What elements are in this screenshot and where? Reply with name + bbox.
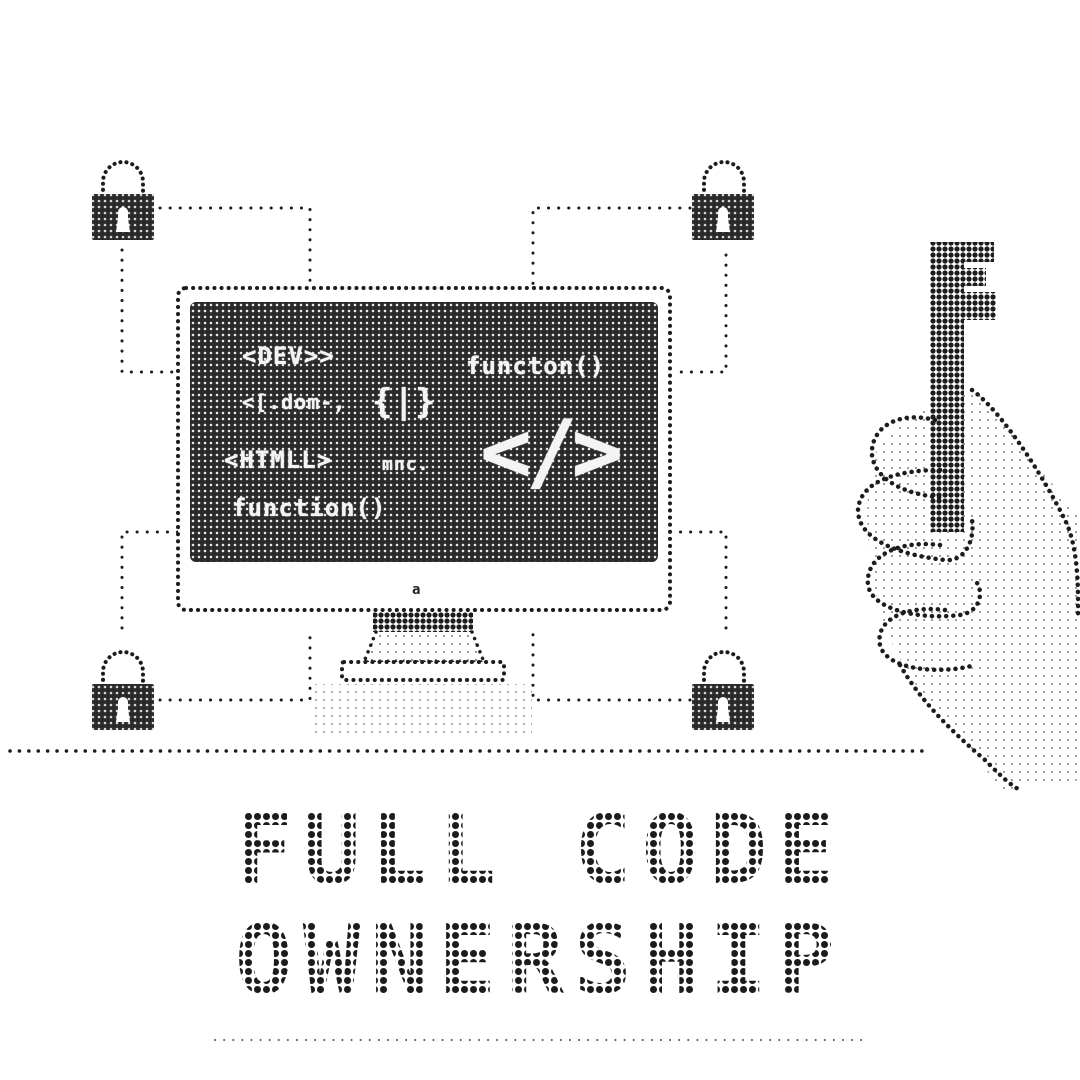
hand-holding-key	[855, 242, 1080, 793]
title-line-2: OWNERSHIP	[0, 910, 1080, 1010]
lock-icon-bottom-right	[692, 650, 754, 730]
code-braces: {|}	[372, 382, 437, 422]
code-line-dev: <DEV>>	[242, 342, 335, 370]
title-line-1-text: FULL CODE	[234, 794, 846, 906]
code-function-right: functon()	[466, 352, 606, 380]
title-line-1: FULL CODE	[0, 800, 1080, 900]
lock-icon-bottom-left	[92, 650, 154, 730]
code-line-function: function()	[232, 494, 387, 522]
lock-icon-top-left	[92, 160, 154, 240]
code-line-dom: <[.dom-,	[242, 390, 347, 414]
monitor-screen: <DEV>> <[.dom-, {|} <HTMLL> mnc. functio…	[190, 302, 658, 562]
title-line-2-text: OWNERSHIP	[234, 904, 846, 1016]
code-line-html: <HTMLL>	[224, 446, 333, 474]
power-indicator-icon: a	[412, 582, 421, 598]
connector-lines	[120, 206, 728, 702]
lock-icon-top-right	[692, 160, 754, 240]
code-line-mnc: mnc.	[382, 454, 430, 475]
code-tag-icon: </>	[480, 402, 623, 502]
